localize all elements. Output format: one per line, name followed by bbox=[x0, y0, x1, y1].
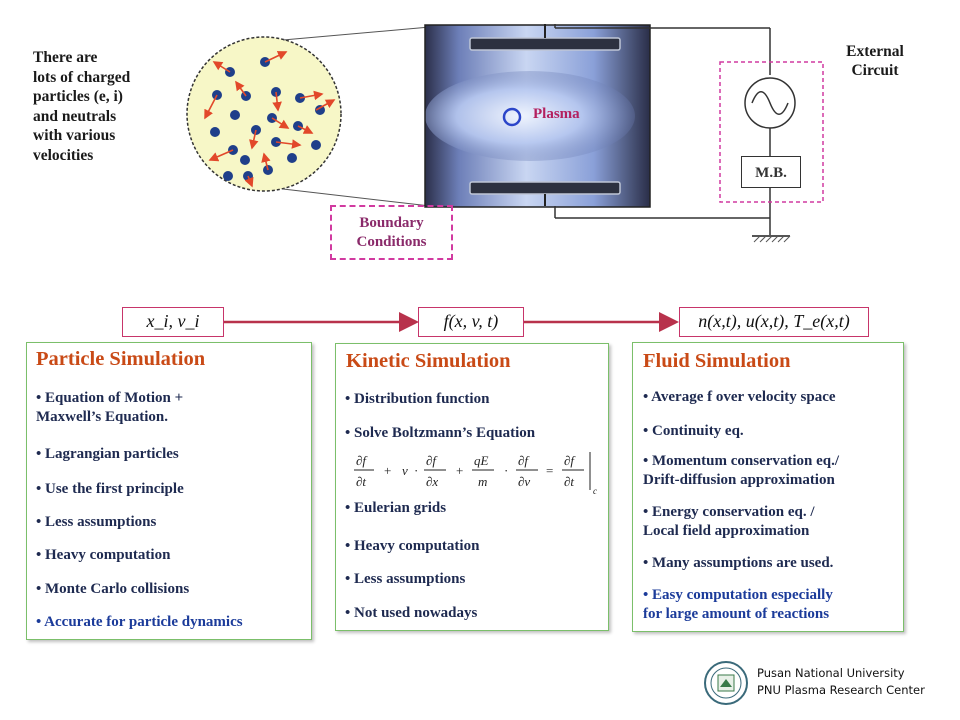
ground-icon bbox=[752, 235, 791, 243]
kinetic-vars: f(x, v, t) bbox=[443, 311, 499, 331]
particle-item: • Less assumptions bbox=[36, 514, 157, 530]
plasma-diagram bbox=[186, 24, 824, 243]
zoom-line bbox=[282, 26, 431, 41]
kinetic-item: • Less assumptions bbox=[345, 571, 466, 587]
kinetic-item: • Solve Boltzmann’s Equation bbox=[345, 425, 536, 441]
intro-line: lots of charged bbox=[33, 68, 131, 86]
fluid-title: Fluid Simulation bbox=[643, 350, 791, 372]
eq-df: ∂f bbox=[518, 453, 530, 468]
particle-item: Maxwell’s Equation. bbox=[36, 409, 168, 425]
boundary-conditions-box: Boundary Conditions bbox=[330, 205, 453, 260]
kinetic-vars-box: f(x, v, t) bbox=[418, 307, 524, 337]
eq-dt: ∂t bbox=[356, 474, 366, 489]
velocity-arrows bbox=[204, 51, 336, 188]
plasma-label: Plasma bbox=[533, 106, 580, 122]
fluid-item: • Average f over velocity space bbox=[643, 389, 836, 405]
intro-line: velocities bbox=[33, 146, 94, 164]
kinetic-item: • Heavy computation bbox=[345, 538, 480, 554]
external-circuit-box bbox=[719, 61, 824, 203]
footer-line: PNU Plasma Research Center bbox=[757, 683, 925, 697]
footer-credits: Pusan National University PNU Plasma Res… bbox=[757, 665, 925, 699]
eq-dv: ∂v bbox=[518, 474, 530, 489]
intro-line: and neutrals bbox=[33, 107, 117, 125]
particle-item: • Equation of Motion + bbox=[36, 390, 184, 406]
eq-dx: ∂x bbox=[426, 474, 438, 489]
external-circuit-label: External Circuit bbox=[820, 42, 930, 80]
fluid-item: • Easy computation especially bbox=[643, 587, 833, 603]
fluid-item: • Continuity eq. bbox=[643, 423, 744, 439]
external-circuit-line: External bbox=[846, 43, 904, 60]
fluid-panel: Fluid Simulation • Average f over veloci… bbox=[632, 342, 904, 632]
particle-vars: x_i, v_i bbox=[146, 311, 200, 331]
fluid-item: • Energy conservation eq. / bbox=[643, 504, 815, 520]
boundary-line: Conditions bbox=[356, 234, 427, 250]
top-electrode bbox=[469, 37, 621, 51]
eq-dt: ∂t bbox=[564, 474, 574, 489]
eq-df: ∂f bbox=[426, 453, 438, 468]
eq-qE: qE bbox=[474, 453, 489, 468]
zoom-circle bbox=[502, 107, 522, 127]
particle-item: • Heavy computation bbox=[36, 547, 171, 563]
fluid-item: • Many assumptions are used. bbox=[643, 555, 834, 571]
bottom-electrode bbox=[469, 181, 621, 195]
kinetic-panel: Kinetic Simulation • Distribution functi… bbox=[335, 343, 609, 631]
fluid-item: for large amount of reactions bbox=[643, 606, 830, 622]
particle-item: • Monte Carlo collisions bbox=[36, 581, 190, 597]
flow-arrows bbox=[224, 312, 679, 332]
boltzmann-equation: ∂f ∂t + v · ∂f ∂x + qE m · ∂f ∂v = ∂f ∂t… bbox=[354, 452, 597, 496]
fluid-vars-box: n(x,t), u(x,t), T_e(x,t) bbox=[679, 307, 869, 337]
fluid-item: • Momentum conservation eq./ bbox=[643, 453, 840, 469]
particle-panel: Particle Simulation • Equation of Motion… bbox=[26, 342, 312, 640]
intro-text: There are lots of charged particles (e, … bbox=[33, 48, 203, 165]
particle-item: • Lagrangian particles bbox=[36, 446, 179, 462]
kinetic-item: • Distribution function bbox=[345, 391, 490, 407]
particle-title: Particle Simulation bbox=[36, 348, 206, 370]
eq-plus: + bbox=[384, 463, 391, 478]
intro-line: particles (e, i) bbox=[33, 88, 123, 105]
kinetic-item: • Not used nowadays bbox=[345, 605, 478, 621]
university-seal-icon bbox=[704, 661, 748, 705]
eq-dot: · bbox=[414, 463, 418, 478]
eq-v: v bbox=[402, 463, 408, 478]
eq-c: c bbox=[593, 486, 597, 496]
eq-plus: + bbox=[456, 463, 463, 478]
particle-item: • Use the first principle bbox=[36, 481, 184, 497]
kinetic-item: • Eulerian grids bbox=[345, 500, 447, 516]
eq-dot: · bbox=[504, 463, 508, 478]
kinetic-title: Kinetic Simulation bbox=[346, 350, 511, 372]
intro-line: There are bbox=[33, 49, 98, 66]
eq-equals: = bbox=[546, 463, 553, 478]
eq-df: ∂f bbox=[356, 453, 368, 468]
eq-df: ∂f bbox=[564, 453, 576, 468]
footer-line: Pusan National University bbox=[757, 666, 905, 680]
zoom-line bbox=[282, 188, 431, 207]
boundary-line: Boundary bbox=[359, 215, 424, 231]
external-circuit-line: Circuit bbox=[851, 62, 899, 79]
particle-vars-box: x_i, v_i bbox=[122, 307, 224, 337]
intro-line: with various bbox=[33, 127, 116, 144]
matching-box: M.B. bbox=[741, 156, 801, 188]
fluid-item: Local field approximation bbox=[643, 523, 810, 539]
fluid-item: Drift-diffusion approximation bbox=[643, 472, 835, 488]
eq-m: m bbox=[478, 474, 487, 489]
particle-item: • Accurate for particle dynamics bbox=[36, 614, 243, 630]
fluid-vars: n(x,t), u(x,t), T_e(x,t) bbox=[698, 311, 850, 331]
